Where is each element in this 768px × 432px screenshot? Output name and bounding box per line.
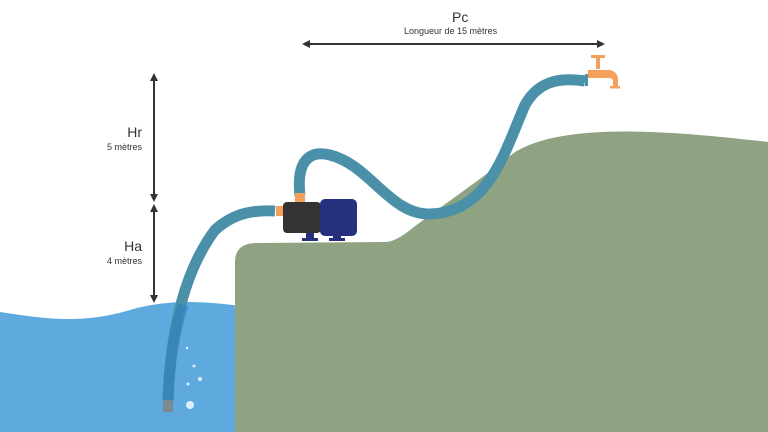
suction-hose-underwater — [162, 303, 189, 403]
hose-end — [163, 400, 173, 412]
hr-arrow — [150, 73, 158, 202]
hr-label: Hr — [127, 124, 142, 140]
ha-arrow — [150, 204, 158, 303]
discharge-hose — [293, 74, 586, 220]
faucet-icon — [585, 55, 620, 89]
ha-label: Ha — [124, 238, 142, 254]
hr-height: 5 mètres — [106, 142, 142, 152]
pc-arrow — [302, 40, 605, 48]
bubbles — [185, 346, 202, 409]
pc-label: Pc — [452, 9, 469, 25]
water — [0, 302, 240, 432]
ha-height: 4 mètres — [106, 256, 142, 266]
pc-length: Longueur de 15 mètres — [404, 26, 498, 36]
ground — [235, 131, 768, 432]
pump — [276, 193, 357, 241]
